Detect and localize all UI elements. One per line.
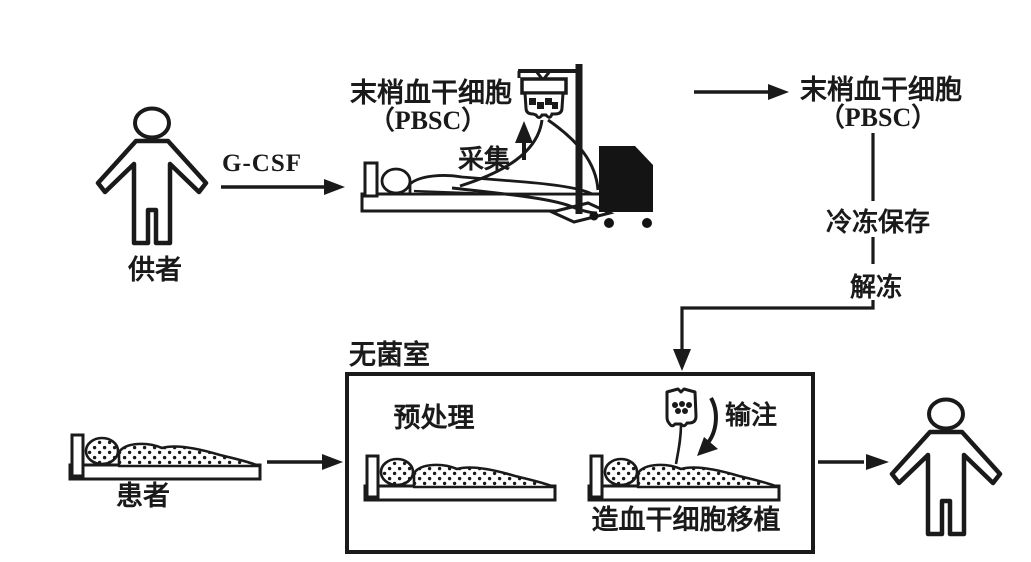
pbsc-top-label-line2: （PBSC） [369, 106, 487, 135]
collection-blood-bag-icon [520, 70, 568, 119]
collection-up-arrow-icon [515, 121, 533, 160]
apheresis-machine-icon [589, 146, 653, 228]
sterile-room-box [345, 372, 815, 554]
patient-to-room-arrow-icon [267, 454, 343, 470]
donor-person-icon [98, 109, 206, 244]
storage-flow-line [680, 133, 875, 350]
to-product-arrow-icon [694, 84, 789, 100]
into-room-arrowhead-icon [673, 349, 691, 371]
pbsc-right-label-line1: 末梢血干细胞 [800, 74, 962, 105]
donor-label: 供者 [127, 255, 182, 285]
room-to-recovered-arrow-icon [818, 454, 889, 470]
sterile-room-label: 无菌室 [349, 339, 430, 370]
pretreatment-bed-icon [363, 454, 557, 502]
cryopreservation-label: 冷冻保存 [826, 207, 930, 237]
infusion-arrow-icon [697, 397, 718, 456]
gcsf-label: G-CSF [222, 150, 302, 177]
pbsc-top-label-line1: 末梢血干细胞 [350, 77, 512, 108]
thawing-label: 解冻 [850, 272, 902, 302]
transplantation-label: 造血干细胞移植 [592, 504, 781, 535]
blood-tubing-icon [451, 118, 600, 215]
patient-bed-icon [68, 433, 262, 481]
infusion-blood-bag-icon [665, 387, 698, 465]
gcsf-arrow-icon [221, 179, 345, 195]
pretreatment-label: 预处理 [394, 403, 475, 433]
patient-label: 患者 [116, 481, 170, 511]
recovered-person-icon [892, 400, 1000, 535]
pbsc-right-label-line2: （PBSC） [819, 103, 937, 132]
transplant-bed-icon [587, 454, 781, 502]
infusion-label: 输注 [725, 400, 777, 430]
